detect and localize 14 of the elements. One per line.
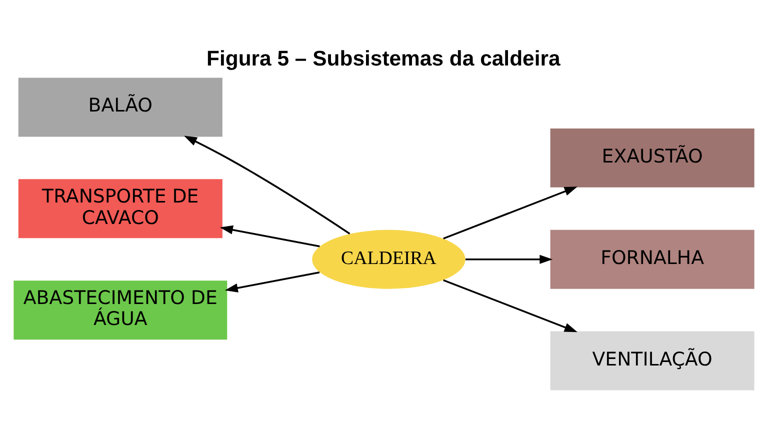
diagram-title: Figura 5 – Subsistemas da caldeira	[206, 46, 560, 70]
node-ellipse: CALDEIRA	[312, 229, 466, 288]
arrow	[184, 135, 350, 234]
node-box: BALÃO	[18, 77, 222, 136]
node-box: EXAUSTÃO	[550, 128, 754, 187]
node-box: ABASTECIMENTO DE ÁGUA	[14, 280, 228, 340]
node-box: VENTILAÇÃO	[550, 330, 754, 390]
arrow	[224, 270, 320, 292]
node-box: FORNALHA	[550, 229, 754, 288]
node-box: TRANSPORTE DE CAVACO	[18, 178, 222, 238]
arrow	[220, 224, 320, 247]
arrow	[443, 186, 578, 239]
arrow	[443, 278, 578, 332]
arrow	[465, 254, 553, 264]
